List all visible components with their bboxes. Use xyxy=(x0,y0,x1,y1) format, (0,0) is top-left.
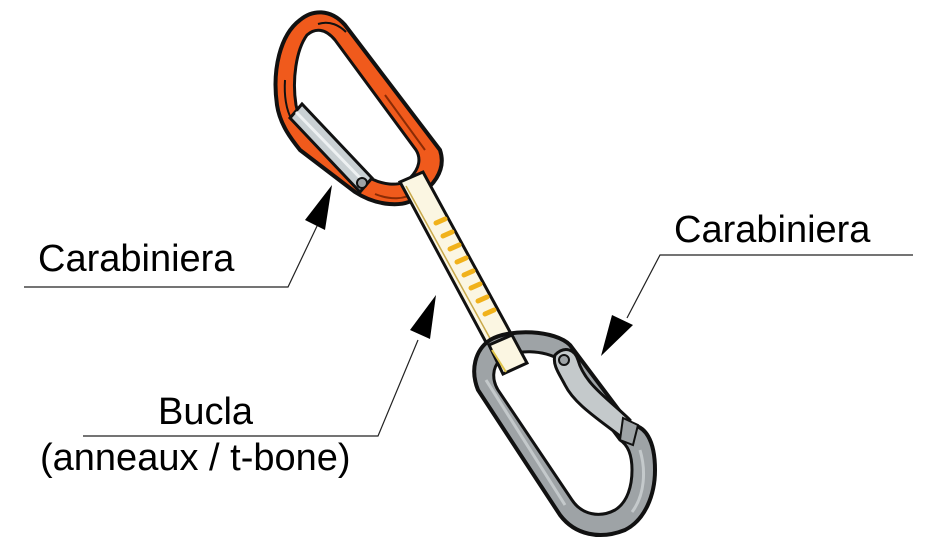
label-top-carabiner: Carabiniera xyxy=(38,238,235,280)
label-sling-subtitle: (anneaux / t-bone) xyxy=(40,437,351,479)
label-sling: Bucla xyxy=(158,391,254,433)
top-carabiner xyxy=(273,10,444,207)
leader-sling xyxy=(83,295,436,437)
bottom-gate xyxy=(552,348,640,447)
leader-bottom-carabiner xyxy=(601,254,913,356)
label-bottom-carabiner: Carabiniera xyxy=(674,209,871,251)
bottom-carabiner xyxy=(472,330,658,537)
top-gate xyxy=(287,101,375,195)
sling-bottom-end xyxy=(486,333,530,376)
leader-top-carabiner xyxy=(24,185,332,288)
